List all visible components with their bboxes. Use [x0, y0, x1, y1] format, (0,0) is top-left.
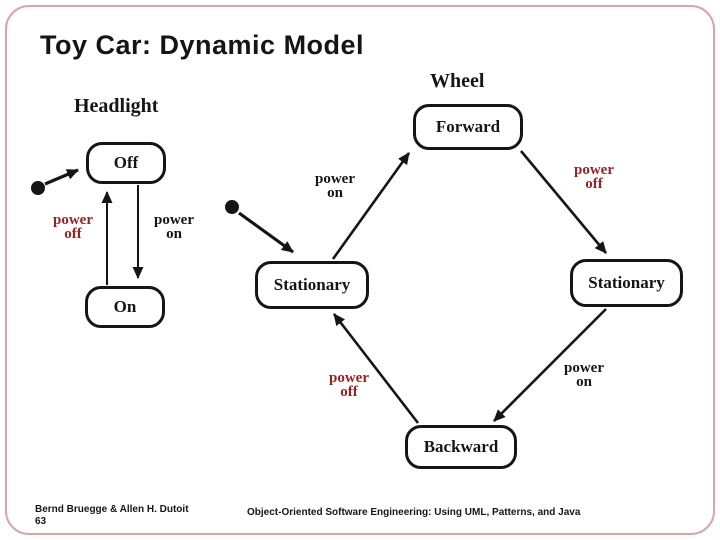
initial-state-icon: [31, 181, 45, 195]
transition-label-power-on: power on: [564, 360, 604, 390]
state-label: Off: [113, 153, 139, 172]
footer-authors: Bernd Bruegge & Allen H. Dutoit 63: [35, 504, 255, 528]
state-off: Off: [86, 142, 166, 184]
transition-arrow-stationary-to-backward: [493, 308, 607, 422]
state-backward: Backward: [405, 425, 517, 469]
headlight-machine-label: Headlight: [74, 95, 159, 117]
transition-arrow-stationary-to-forward: [331, 152, 411, 260]
state-label: On: [113, 297, 137, 316]
transition-label-power-on: power on: [315, 171, 355, 201]
state-stationary-center: Stationary: [255, 261, 369, 309]
transition-label-power-off: power off: [329, 370, 369, 400]
state-forward: Forward: [413, 104, 523, 150]
initial-state-icon: [225, 200, 239, 214]
initial-transition-arrow-wheel: [238, 211, 294, 254]
footer-book-title: Object-Oriented Software Engineering: Us…: [247, 507, 581, 518]
transition-label-power-off: power off: [53, 212, 93, 242]
state-label: Forward: [435, 117, 501, 136]
transition-arrow-backward-to-stationary: [332, 313, 420, 424]
transition-label-power-off: power off: [574, 162, 614, 192]
footer-page-number: 63: [35, 516, 47, 527]
wheel-machine-label: Wheel: [430, 70, 485, 92]
state-on: On: [85, 286, 165, 328]
state-label: Stationary: [273, 275, 351, 294]
page-title: Toy Car: Dynamic Model: [40, 30, 365, 60]
state-label: Stationary: [588, 273, 665, 292]
state-stationary-right: Stationary: [570, 259, 683, 307]
footer-author-names: Bernd Bruegge & Allen H. Dutoit: [35, 504, 189, 515]
initial-transition-arrow-headlight: [44, 168, 79, 186]
transition-arrow-forward-to-stationary: [520, 150, 607, 254]
transition-label-power-on: power on: [154, 212, 194, 242]
state-label: Backward: [423, 437, 499, 456]
